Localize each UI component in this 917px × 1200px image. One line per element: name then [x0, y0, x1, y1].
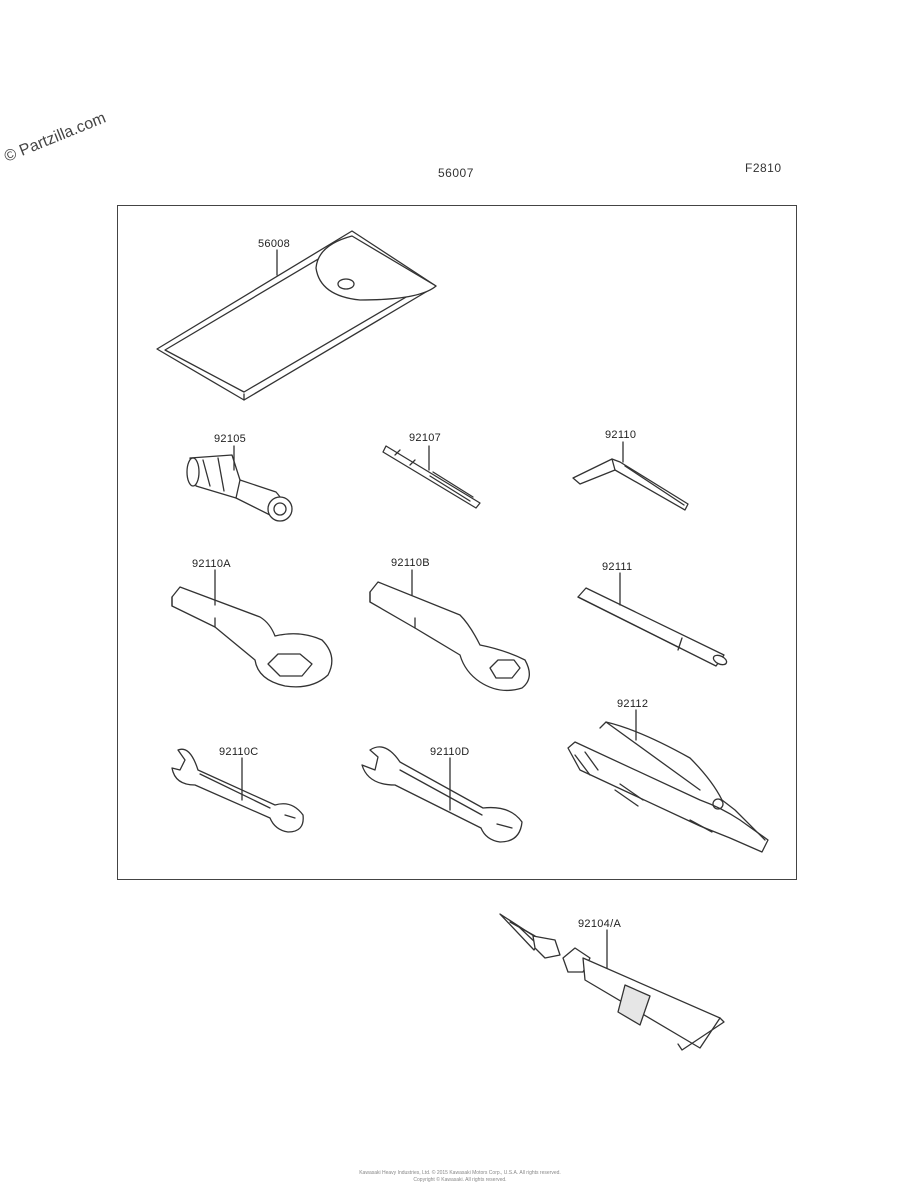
- handle-bar-illustration: [577, 587, 728, 667]
- part-label-pouch[interactable]: 56008: [258, 238, 291, 250]
- pouch-illustration: [156, 230, 437, 401]
- part-label-grease-tube[interactable]: 92104/A: [578, 918, 622, 930]
- part-label-screwdriver[interactable]: 92107: [409, 432, 442, 444]
- parts-frame: [117, 205, 797, 880]
- part-label-pliers[interactable]: 92112: [617, 698, 649, 710]
- assembly-number: 56007: [438, 166, 474, 180]
- grease-tube-illustration: [499, 913, 725, 1051]
- copyright-line-1: Kawasaki Heavy Industries, Ltd. © 2015 K…: [359, 1170, 561, 1176]
- copyright-line-2: Copyright © Kawasaki. All rights reserve…: [413, 1177, 507, 1183]
- spark-plug-wrench-illustration: [186, 454, 293, 522]
- open-wrench-c-illustration: [171, 748, 304, 833]
- pliers-illustration: [567, 721, 769, 853]
- part-label-spark-plug-wrench[interactable]: 92105: [214, 433, 247, 445]
- screwdriver-illustration: [382, 445, 481, 509]
- part-label-handle-bar[interactable]: 92111: [602, 561, 633, 573]
- part-label-box-wrench-b[interactable]: 92110B: [391, 557, 430, 569]
- figure-code: F2810: [745, 161, 782, 175]
- open-wrench-d-illustration: [361, 746, 523, 843]
- box-wrench-a-illustration: [171, 586, 333, 688]
- hex-key-illustration: [572, 458, 689, 511]
- part-label-open-wrench-c[interactable]: 92110C: [219, 746, 259, 758]
- part-label-box-wrench-a[interactable]: 92110A: [192, 558, 231, 570]
- part-label-open-wrench-d[interactable]: 92110D: [430, 746, 470, 758]
- part-label-hex-key[interactable]: 92110: [605, 429, 637, 441]
- box-wrench-b-illustration: [369, 581, 530, 692]
